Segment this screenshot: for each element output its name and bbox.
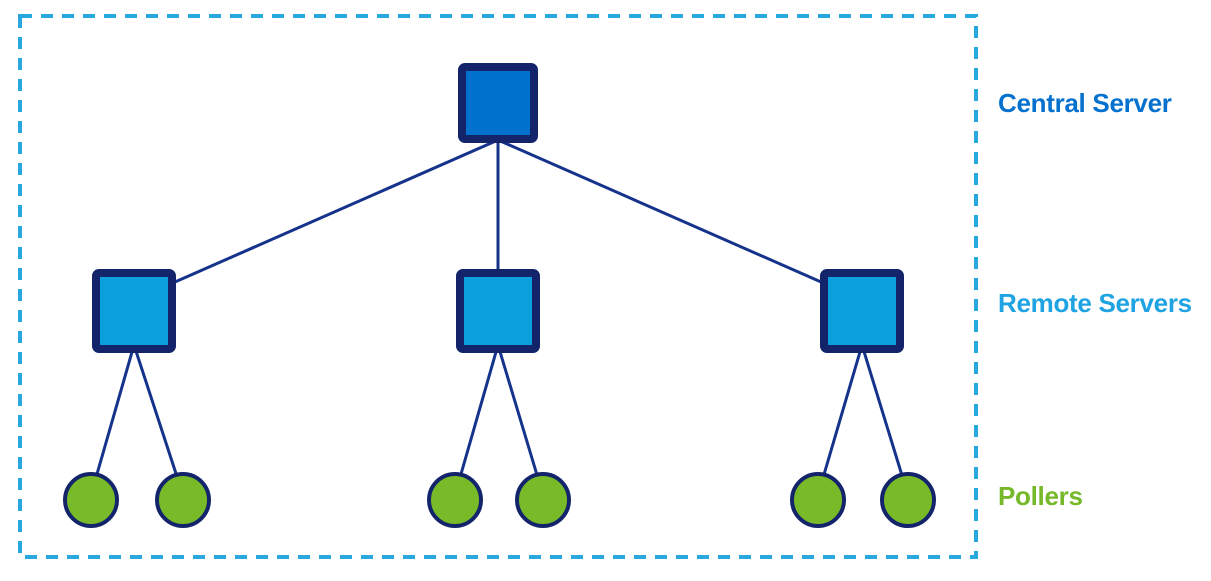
dashed-boundary: [18, 14, 978, 559]
connector-line-remote2-poller1: [453, 344, 500, 496]
remote-server-node-3: [820, 269, 904, 353]
remote-server-node-2: [456, 269, 540, 353]
central-server-node: [458, 63, 538, 143]
connector-line-remote1-poller1: [89, 344, 136, 496]
connector-line-central-remote1: [133, 138, 499, 302]
poller-node-5: [790, 472, 846, 528]
pollers-label: Pollers: [998, 481, 1083, 511]
remote-server-nodes: [92, 269, 904, 353]
connector-line-remote1-poller2: [132, 344, 185, 496]
connector-line-central-remote3: [497, 138, 863, 302]
connector-line-remote2-poller2: [496, 344, 545, 496]
connector-lines: [89, 138, 910, 496]
poller-node-4: [515, 472, 571, 528]
remote-servers-label: Remote Servers: [998, 288, 1192, 318]
central-server-label: Central Server: [998, 88, 1172, 118]
poller-node-6: [880, 472, 936, 528]
poller-node-2: [155, 472, 211, 528]
poller-nodes: [63, 472, 936, 528]
remote-server-node-1: [92, 269, 176, 353]
connector-line-remote3-poller2: [860, 344, 910, 496]
poller-node-1: [63, 472, 119, 528]
connector-line-remote3-poller1: [816, 344, 864, 496]
poller-node-3: [427, 472, 483, 528]
